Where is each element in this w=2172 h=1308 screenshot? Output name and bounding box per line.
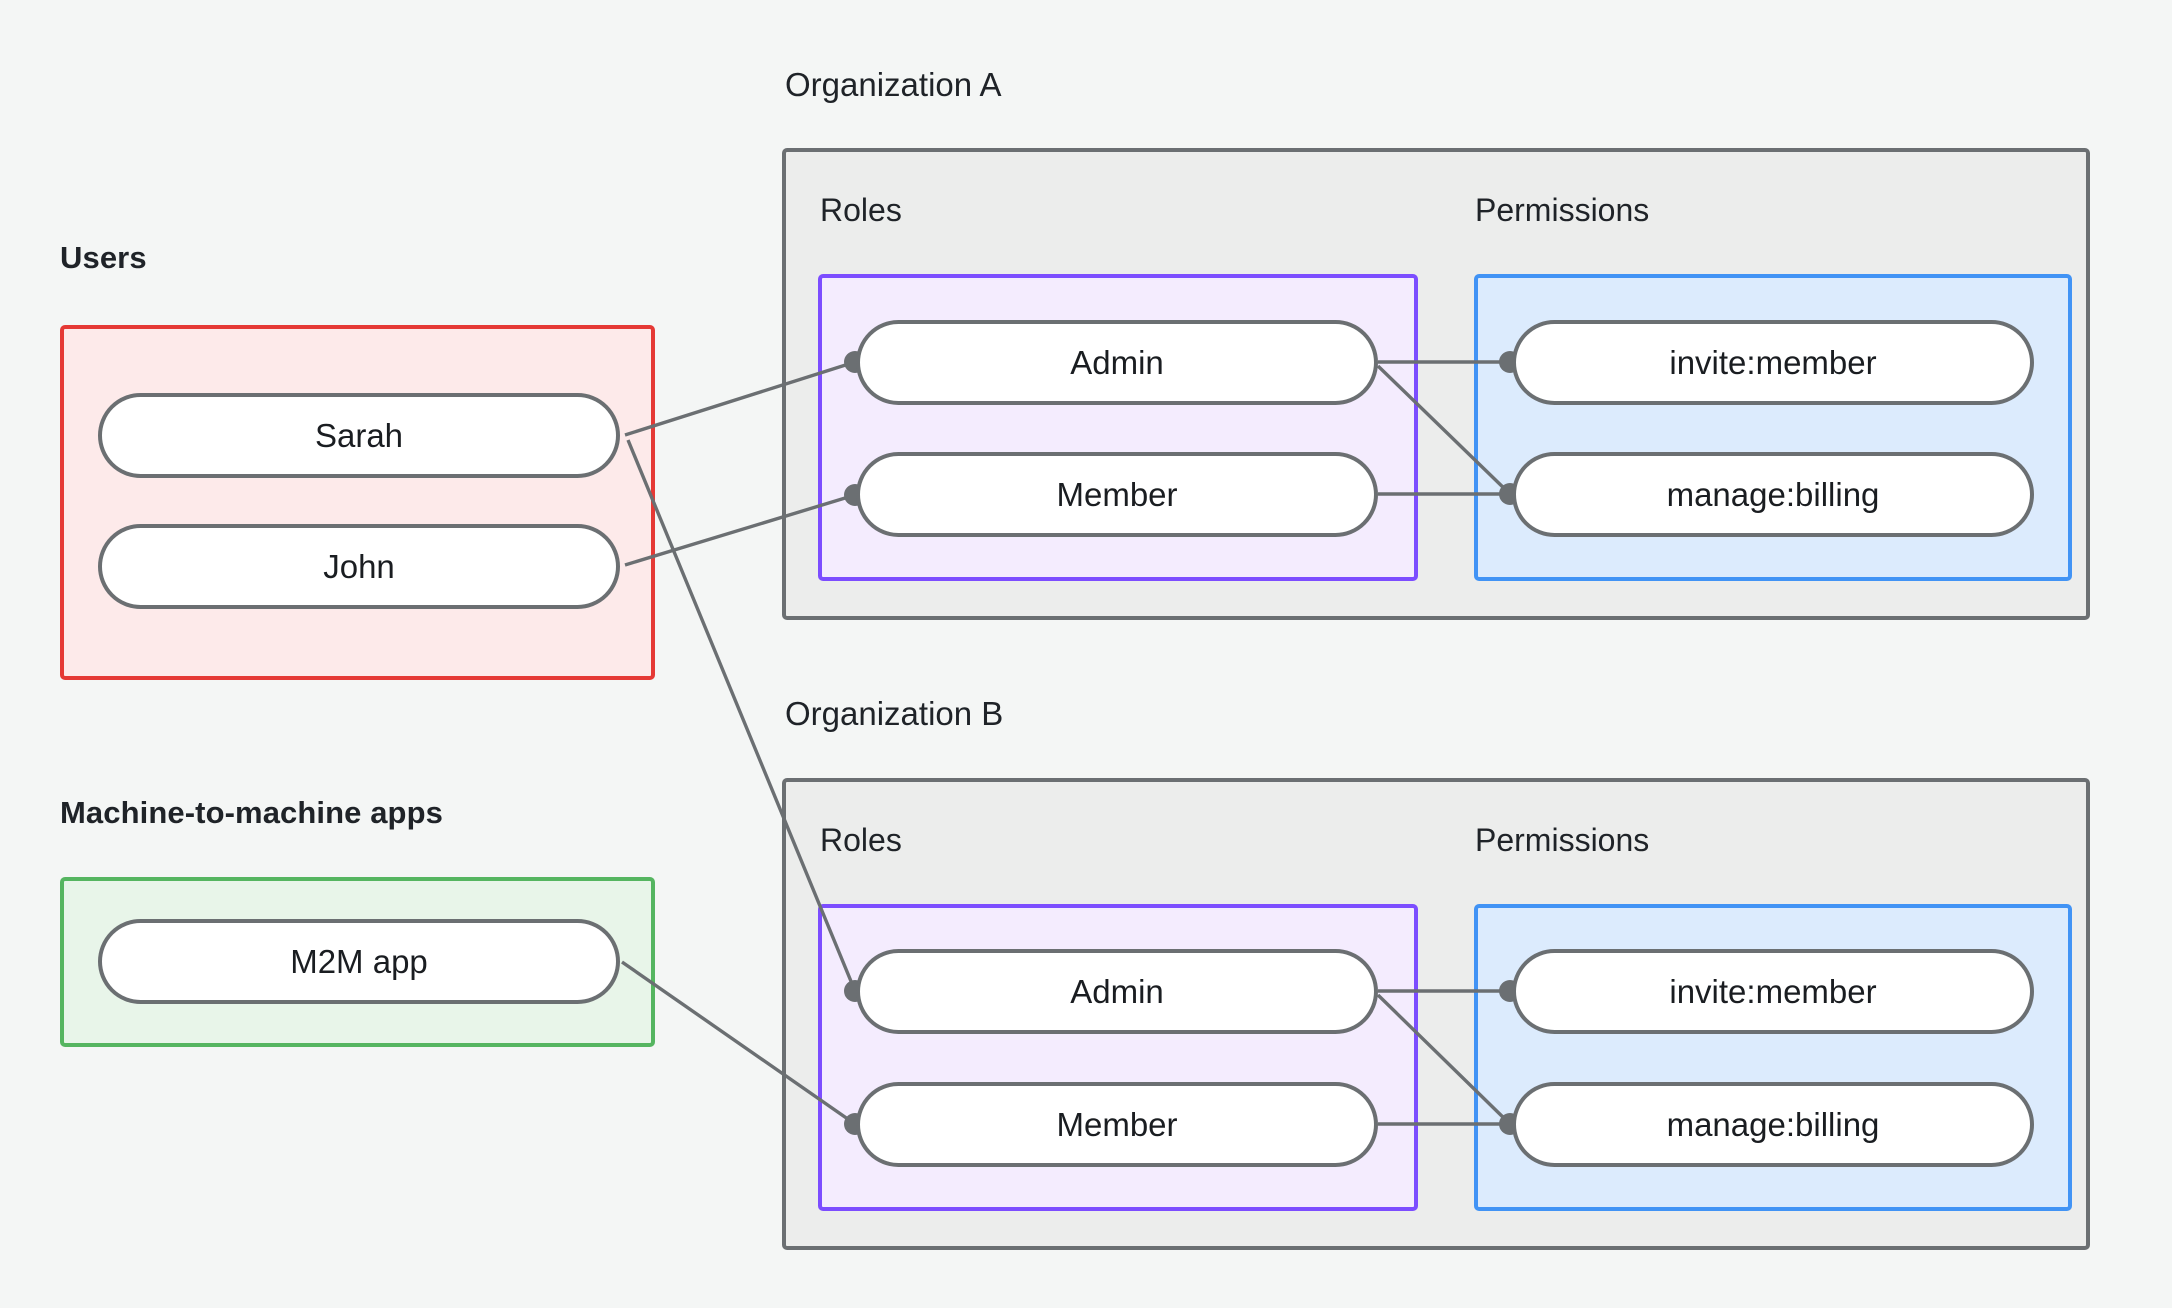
- node-label: manage:billing: [1666, 475, 1880, 513]
- node-label: Member: [1056, 1105, 1178, 1143]
- users-group-label: Users: [60, 240, 147, 275]
- node-m2m-app[interactable]: M2M app: [98, 919, 620, 1004]
- node-label: invite:member: [1669, 972, 1877, 1010]
- node-orgB-role-member[interactable]: Member: [856, 1082, 1378, 1167]
- node-orgA-role-admin[interactable]: Admin: [856, 320, 1378, 405]
- organization-b-label: Organization B: [785, 695, 1004, 732]
- users-group-box: [60, 325, 655, 680]
- node-orgB-permission-manage-billing[interactable]: manage:billing: [1512, 1082, 2034, 1167]
- organization-a-label: Organization A: [785, 66, 1002, 103]
- m2m-group-label: Machine-to-machine apps: [60, 795, 443, 830]
- node-orgB-role-admin[interactable]: Admin: [856, 949, 1378, 1034]
- node-label: Member: [1056, 475, 1178, 513]
- node-label: invite:member: [1669, 343, 1877, 381]
- node-orgA-permission-invite-member[interactable]: invite:member: [1512, 320, 2034, 405]
- node-label: Admin: [1070, 343, 1164, 381]
- node-user-sarah[interactable]: Sarah: [98, 393, 620, 478]
- node-user-john[interactable]: John: [98, 524, 620, 609]
- node-label: John: [323, 547, 395, 585]
- node-label: Sarah: [314, 416, 404, 454]
- organization-b-permissions-label: Permissions: [1475, 822, 1650, 858]
- node-label: manage:billing: [1666, 1105, 1880, 1143]
- node-label: Admin: [1070, 972, 1164, 1010]
- organization-a-roles-label: Roles: [820, 192, 902, 228]
- node-orgB-permission-invite-member[interactable]: invite:member: [1512, 949, 2034, 1034]
- organization-b-roles-label: Roles: [820, 822, 902, 858]
- node-label: M2M app: [290, 942, 428, 980]
- node-orgA-role-member[interactable]: Member: [856, 452, 1378, 537]
- organization-a-permissions-label: Permissions: [1475, 192, 1650, 228]
- node-orgA-permission-manage-billing[interactable]: manage:billing: [1512, 452, 2034, 537]
